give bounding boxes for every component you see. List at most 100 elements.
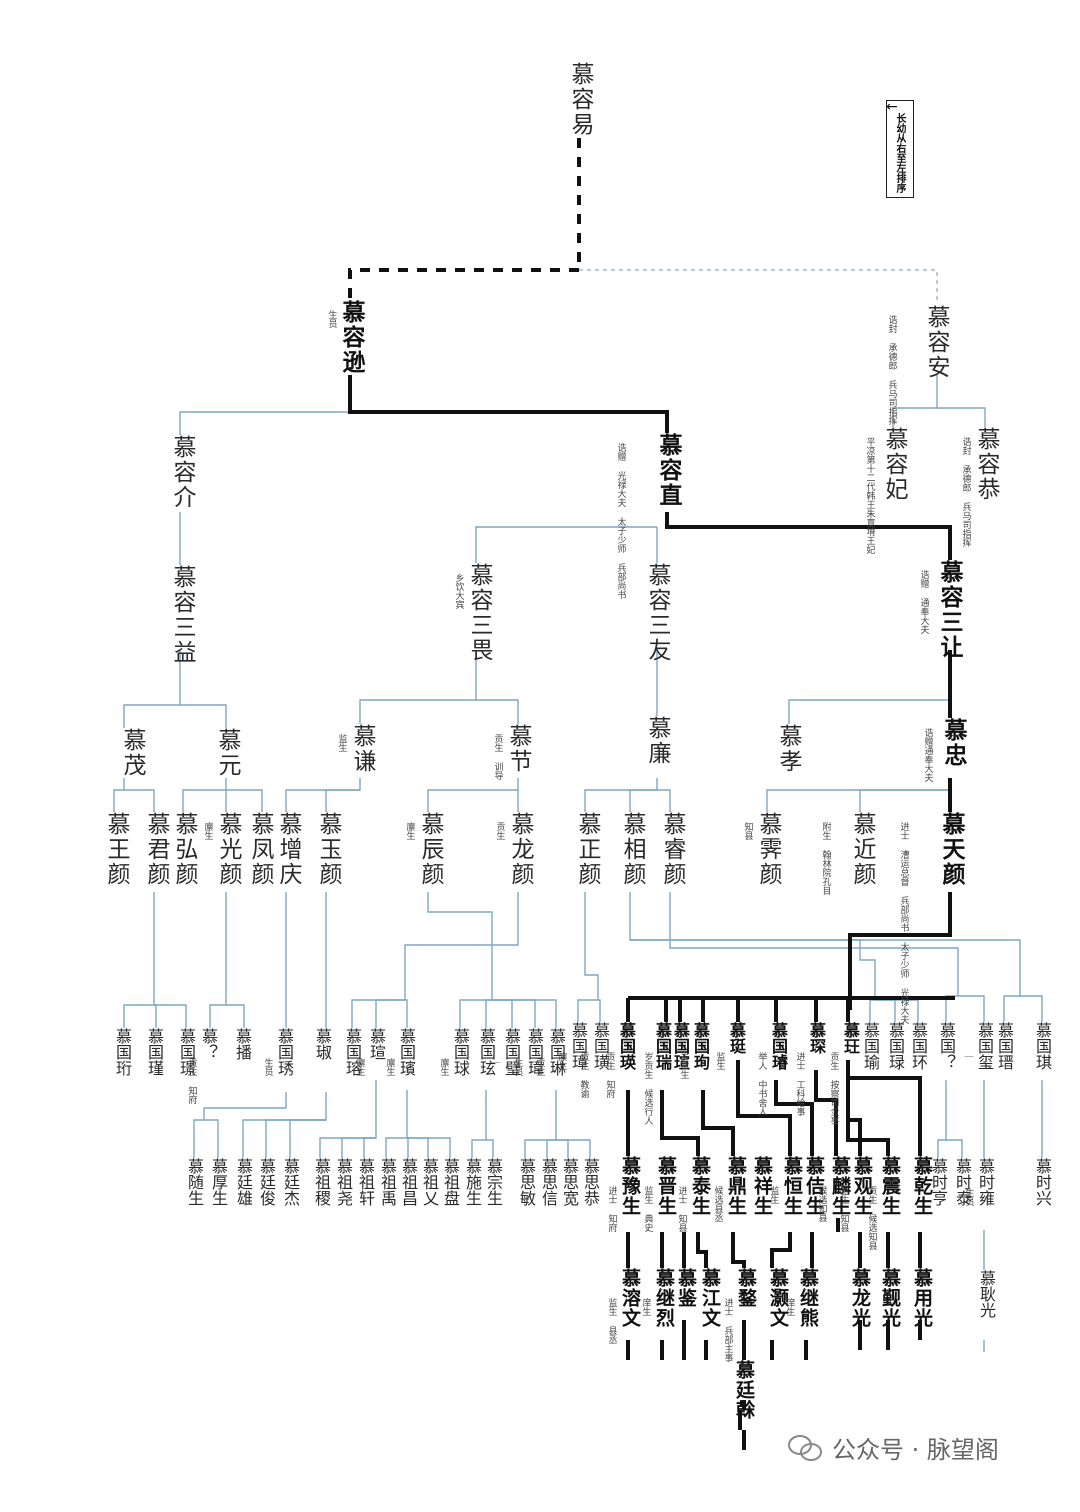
person-note: 生员 — [512, 1058, 523, 1076]
tree-connector — [846, 1060, 890, 1156]
tree-connector — [154, 1004, 157, 1028]
person-name: 慕观生 — [851, 1156, 873, 1216]
tree-connector — [289, 1119, 326, 1158]
person-name: 慕祖尧 — [334, 1158, 353, 1206]
person-name: 慕容三益 — [169, 565, 195, 665]
tree-connector — [946, 1139, 963, 1158]
tree-connector — [731, 1232, 746, 1268]
person-note: 诰封 承德郎 兵马司指挥 — [960, 437, 971, 547]
person-name: 慕凤颜 — [247, 812, 273, 887]
person-note: 贡生 按察司佥事 — [828, 1052, 839, 1125]
tree-connector — [814, 1070, 838, 1156]
tree-connector — [584, 778, 658, 812]
person-note: 诰赠通奉大夫 — [922, 728, 933, 782]
person-name: 慕容介 — [169, 435, 195, 510]
tree-connector — [485, 999, 492, 1028]
person-name: 慕弘颜 — [171, 812, 197, 887]
person-name: 慕玉颜 — [315, 812, 341, 887]
tree-connector — [124, 789, 155, 812]
tree-connector — [427, 778, 519, 812]
person-name: 慕鉴 — [675, 1268, 697, 1308]
person-name: 慕容安 — [923, 305, 949, 380]
person-name: 慕廷俊 — [257, 1158, 276, 1206]
person-name: 慕时亨 — [929, 1158, 948, 1206]
legend-text: 长幼从右至左排序 — [894, 113, 905, 193]
person-name: 慕国瑄 — [671, 1022, 690, 1070]
tree-connector — [204, 1119, 219, 1158]
tree-connector — [630, 939, 1021, 1022]
person-name: 慕祥生 — [751, 1156, 773, 1216]
person-name: 慕增庆 — [275, 812, 301, 887]
person-name: 慕国玹 — [477, 1028, 496, 1076]
person-name: 慕豫生 — [619, 1156, 641, 1216]
person-name: 慕思宽 — [560, 1158, 579, 1206]
person-note: 进士 知府 — [606, 1186, 617, 1232]
person-name: 慕泰生 — [689, 1156, 711, 1216]
person-name: 慕继烈 — [653, 1268, 675, 1328]
person-name: 慕国瑛 — [617, 1022, 636, 1070]
person-name: 慕祖盘 — [441, 1158, 460, 1206]
person-name: 慕容逊 — [338, 300, 365, 375]
tree-connector — [179, 375, 351, 435]
person-name: 慕祖轩 — [356, 1158, 375, 1206]
person-name: 慕玨 — [841, 1022, 860, 1054]
person-name: 慕时雍 — [976, 1158, 995, 1206]
person-note: 廪生 — [384, 1058, 395, 1076]
tree-connector — [524, 1090, 557, 1158]
person-name: 慕国瑨 — [995, 1022, 1014, 1070]
person-note: 贡生 候选知县 — [866, 1186, 877, 1250]
person-note: 贡生 训导 — [492, 734, 503, 780]
person-name: 慕容三畏 — [466, 563, 492, 663]
tree-connector — [958, 995, 985, 1022]
person-name: 慕国璿 — [769, 1022, 788, 1070]
tree-connector — [546, 1139, 556, 1158]
person-name: 慕容恭 — [973, 427, 999, 502]
person-note: ｜ — [962, 1052, 973, 1061]
watermark-text: 公众号 · 脉望阁 — [832, 1436, 999, 1464]
person-note: 附生 翰林院孔目 — [820, 822, 831, 895]
person-note: 知县 — [742, 822, 753, 840]
tree-connector — [696, 1232, 708, 1268]
tree-connector — [348, 268, 579, 300]
person-name: 慕霁颜 — [755, 812, 781, 887]
person-note: 候选县丞 — [712, 1186, 723, 1222]
tree-connector — [766, 789, 950, 812]
tree-connector — [265, 1119, 326, 1158]
tree-connector — [475, 526, 657, 563]
person-note: 廪生 — [438, 1058, 449, 1076]
person-note: 监生 县丞 — [606, 1298, 617, 1344]
tree-connector — [407, 1137, 451, 1158]
person-name: 慕宗生 — [484, 1158, 503, 1206]
person-name: 慕祖稷 — [312, 1158, 331, 1206]
tree-connector — [427, 892, 493, 1028]
person-name: 慕国璧 — [502, 1028, 521, 1076]
person-name: 慕容直 — [655, 433, 682, 508]
person-note: 乡饮大宾 — [453, 573, 464, 609]
tree-connector — [736, 1060, 792, 1156]
person-note: 廪生 — [404, 822, 415, 840]
person-name: 慕思恭 — [581, 1158, 600, 1206]
tree-connector — [319, 1080, 377, 1158]
person-name: 慕元 — [214, 728, 240, 778]
person-name: 慕思信 — [539, 1158, 558, 1206]
person-name: 慕鍪 — [735, 1268, 757, 1308]
person-name: 慕容妃 — [881, 427, 907, 502]
person-note: 平凉第十二代韩王朱亶塉王妃 — [864, 437, 875, 554]
tree-connector — [226, 789, 263, 812]
person-name: 慕耿光 — [977, 1270, 996, 1318]
tree-connector — [325, 789, 360, 812]
tree-connector — [209, 892, 227, 1028]
tree-connector — [660, 1090, 700, 1156]
person-note: 贡生 — [534, 1058, 545, 1076]
person-note: ｜ — [489, 1058, 500, 1067]
person-name: 慕祖禹 — [378, 1158, 397, 1206]
person-name: 慕近颜 — [849, 812, 875, 887]
person-name: 慕晋生 — [655, 1156, 677, 1216]
person-name: 慕施生 — [463, 1158, 482, 1206]
person-name: 慕国？ — [937, 1022, 956, 1070]
person-name: 慕天颜 — [938, 812, 965, 887]
person-name: 慕？ — [199, 1028, 218, 1060]
person-name: 慕国环 — [909, 1022, 928, 1070]
person-name: 慕国瑞 — [653, 1022, 672, 1070]
